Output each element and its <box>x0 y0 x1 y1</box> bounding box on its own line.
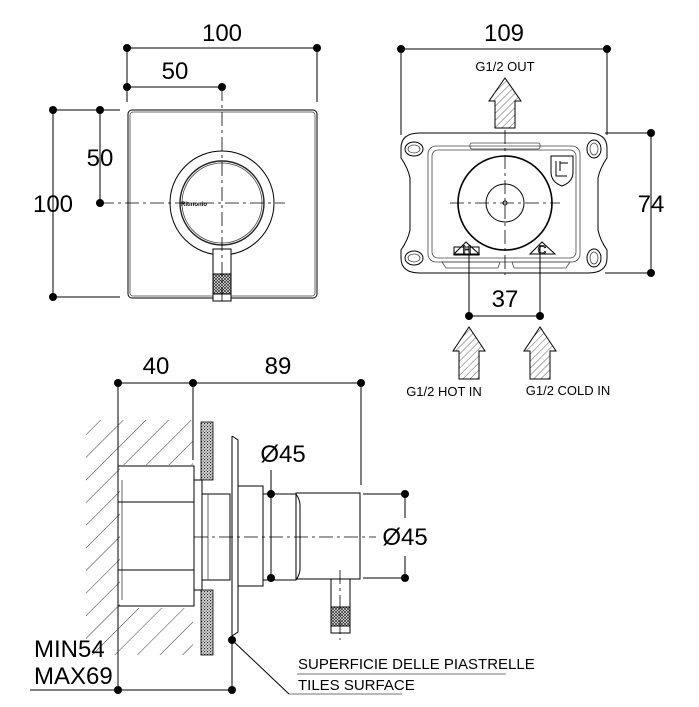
front-center-x-label: 50 <box>162 58 189 85</box>
rear-height-dimension: 74 <box>605 129 664 277</box>
stem-diameter-label: Ø45 <box>260 441 305 468</box>
hot-inlet-arrow-icon <box>452 326 486 380</box>
body-diameter-label: Ø45 <box>382 524 427 551</box>
outlet-label: G1/2 OUT <box>475 59 534 74</box>
side-view: 40 89 <box>30 353 535 695</box>
brand-logo: Ritmonio <box>181 202 207 208</box>
max-depth-label: MAX69 <box>34 663 113 690</box>
stem-diameter-dimension: Ø45 <box>260 441 306 582</box>
inlet-spacing-dimension: 37 <box>465 245 544 320</box>
tiles-surface-callout: SUPERFICIE DELLE PIASTRELLE TILES SURFAC… <box>231 639 535 695</box>
wall-section <box>86 420 193 655</box>
tiles-surface-english: TILES SURFACE <box>298 677 415 694</box>
tile-layer-top <box>200 421 214 481</box>
front-width-label: 100 <box>202 20 242 47</box>
cover-plate-side <box>231 435 239 637</box>
projection-label: 89 <box>265 353 292 380</box>
rear-width-label: 109 <box>484 20 524 47</box>
front-width-dimension: 100 <box>123 20 321 102</box>
tiles-surface-italian: SUPERFICIE DELLE PIASTRELLE <box>298 656 535 673</box>
cold-marker: C <box>538 243 547 257</box>
front-center-y-dimension: 50 <box>87 106 114 207</box>
rear-view: 109 G1/2 OUT 74 <box>397 20 664 399</box>
valve-housing: H C <box>400 130 608 275</box>
inlet-spacing-label: 37 <box>492 286 519 313</box>
body-diameter-dimension: Ø45 <box>363 490 428 582</box>
front-height-label: 100 <box>33 191 73 218</box>
cold-inlet-arrow-icon <box>523 326 557 380</box>
hot-inlet-label: G1/2 HOT IN <box>406 384 482 399</box>
front-center-y-label: 50 <box>87 145 114 172</box>
brand-badge-icon <box>550 155 574 187</box>
outlet-arrow-icon <box>488 77 522 129</box>
front-center-x-dimension: 50 <box>123 58 226 91</box>
wall-depth-label: 40 <box>143 353 170 380</box>
knob-body-side <box>295 492 361 580</box>
front-view: 100 50 100 50 <box>33 20 321 305</box>
tile-layer-bottom <box>200 589 214 656</box>
min-max-dimension: MIN54 MAX69 <box>30 636 236 694</box>
rear-width-dimension: 109 <box>397 20 611 135</box>
rear-height-label: 74 <box>638 191 665 218</box>
valve-body <box>117 465 195 607</box>
front-height-dimension: 100 <box>33 106 120 301</box>
min-depth-label: MIN54 <box>34 636 105 663</box>
cold-inlet-label: G1/2 COLD IN <box>526 383 611 398</box>
hot-marker: H <box>463 243 472 257</box>
